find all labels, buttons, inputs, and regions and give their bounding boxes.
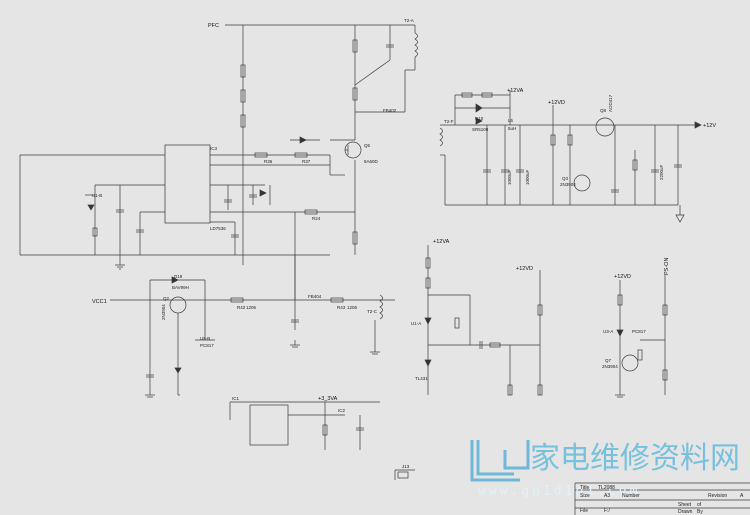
net-label-12vd: +12VD xyxy=(548,100,565,106)
title-value: TL2088 xyxy=(598,485,615,491)
drawn-label: Drawn xyxy=(678,509,693,515)
revision-value: A xyxy=(740,493,744,499)
label-r42: R42 xyxy=(237,305,246,310)
label-ic3: IC3 xyxy=(210,146,218,151)
net-label-12v: +12V xyxy=(703,123,716,129)
file-label: File xyxy=(580,508,588,514)
label-tl431: TL431 xyxy=(415,376,428,381)
label-u1a: U1-A xyxy=(411,321,421,326)
label-q2-part: 2N3904 xyxy=(161,304,166,320)
label-r43: R43 xyxy=(337,305,346,310)
label-u5a-pc817: PC817 xyxy=(200,343,214,348)
label-u5b: U5-B xyxy=(200,336,210,341)
label-q5: Q5 xyxy=(364,143,371,148)
size-label: Size xyxy=(580,493,590,499)
title-block: Title TL2088 Size A3 Number Revision A F… xyxy=(580,485,744,515)
label-c13-val: 2200uF xyxy=(659,164,664,180)
label-r24: R24 xyxy=(312,216,321,221)
net-label-12vd-c: +12VD xyxy=(614,274,631,280)
watermark: 家电维修资料网 www.go1d1o1.com xyxy=(470,440,740,499)
label-r36: R36 xyxy=(264,159,273,164)
label-fb404: FB404 xyxy=(308,294,322,299)
revision-label: Revision xyxy=(708,493,727,499)
label-u1b: U1-B xyxy=(92,193,102,198)
net-label-12va: +12VA xyxy=(507,88,524,94)
size-value: A3 xyxy=(604,493,610,499)
label-q5-part: 8A60D xyxy=(364,159,379,164)
label-d19-part: BAV99H xyxy=(172,285,189,290)
net-label-12vd-b: +12VD xyxy=(516,266,533,272)
file-value: F:/ xyxy=(604,508,610,514)
label-l5-val: 5uH xyxy=(508,126,516,131)
number-label: Number xyxy=(622,493,640,499)
label-fb402: FB402 xyxy=(383,108,397,113)
label-d19: D19 xyxy=(174,274,183,279)
label-t2c: T2-C xyxy=(367,309,378,314)
label-q7-part: 2N3904 xyxy=(602,364,618,369)
label-q2: Q2 xyxy=(163,296,170,301)
label-q3: Q3 xyxy=(562,176,569,181)
label-ic1: IC1 xyxy=(232,396,240,401)
net-label-vcc1: VCC1 xyxy=(92,299,107,305)
label-ic2: IC2 xyxy=(338,408,346,413)
label-u3a: U3-A xyxy=(603,329,613,334)
label-1206-a: 1206 xyxy=(246,305,257,310)
watermark-url: www.go1d1o1.com xyxy=(478,484,640,499)
label-t2f: T2-F xyxy=(444,119,454,124)
label-d9-part: SR5100 xyxy=(472,127,489,132)
label-t2a: T2-A xyxy=(404,18,414,23)
label-1206-b: 1206 xyxy=(347,305,358,310)
label-d10: D10 xyxy=(475,116,484,121)
of-label: of xyxy=(697,502,702,508)
label-pc817: PC817 xyxy=(632,329,646,334)
label-q8: Q8 xyxy=(600,108,607,113)
label-c12-val: 1000uF xyxy=(525,169,530,185)
watermark-text: 家电维修资料网 xyxy=(530,441,740,476)
net-label-12va-b: +12VA xyxy=(433,239,450,245)
label-l5: L5 xyxy=(508,118,514,123)
label-q3-part: 2N3904 xyxy=(560,182,576,187)
label-c14-val: 1000uF xyxy=(507,169,512,185)
net-label-ps-on: PS-ON xyxy=(664,258,670,275)
label-jp: J13 xyxy=(402,464,410,469)
label-q7: Q7 xyxy=(605,358,612,363)
label-r37: R37 xyxy=(302,159,311,164)
by-label: By xyxy=(697,509,703,515)
watermark-logo-icon xyxy=(470,440,530,482)
net-label-pfc: PFC xyxy=(208,23,219,29)
sheet-label: Sheet xyxy=(678,502,692,508)
label-ic3-part: LD7536 xyxy=(210,226,226,231)
label-q8-part: AOD417 xyxy=(608,94,613,112)
title-label: Title xyxy=(580,485,589,491)
net-label-3v3: +3_3VA xyxy=(318,396,338,402)
